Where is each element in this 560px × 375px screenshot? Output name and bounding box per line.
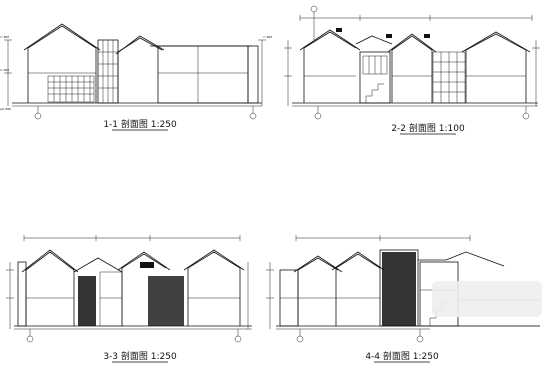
watermark-logo bbox=[432, 281, 542, 317]
section-title-1-1: 1-1 剖面图 1:250 bbox=[103, 118, 177, 130]
svg-text:7.500: 7.500 bbox=[0, 35, 9, 39]
section-1-1: 7.500 3.600 ±0.000 bbox=[0, 23, 272, 131]
section-3-3: 3-3 剖面图 1:250 bbox=[6, 235, 252, 363]
section-2-2: 2-2 剖面图 1:100 bbox=[284, 5, 540, 135]
svg-text:3.600: 3.600 bbox=[0, 68, 9, 72]
window-grid bbox=[48, 76, 94, 102]
section-title-2-2: 2-2 剖面图 1:100 bbox=[391, 122, 465, 134]
section-title-4-4: 4-4 剖面图 1:250 bbox=[365, 350, 439, 362]
section-4-4: 4-4 剖面图 1:250 bbox=[266, 235, 540, 363]
section-title-3-3: 3-3 剖面图 1:250 bbox=[103, 350, 177, 362]
svg-text:±0.000: ±0.000 bbox=[0, 107, 11, 111]
svg-text:7.500: 7.500 bbox=[263, 35, 272, 39]
